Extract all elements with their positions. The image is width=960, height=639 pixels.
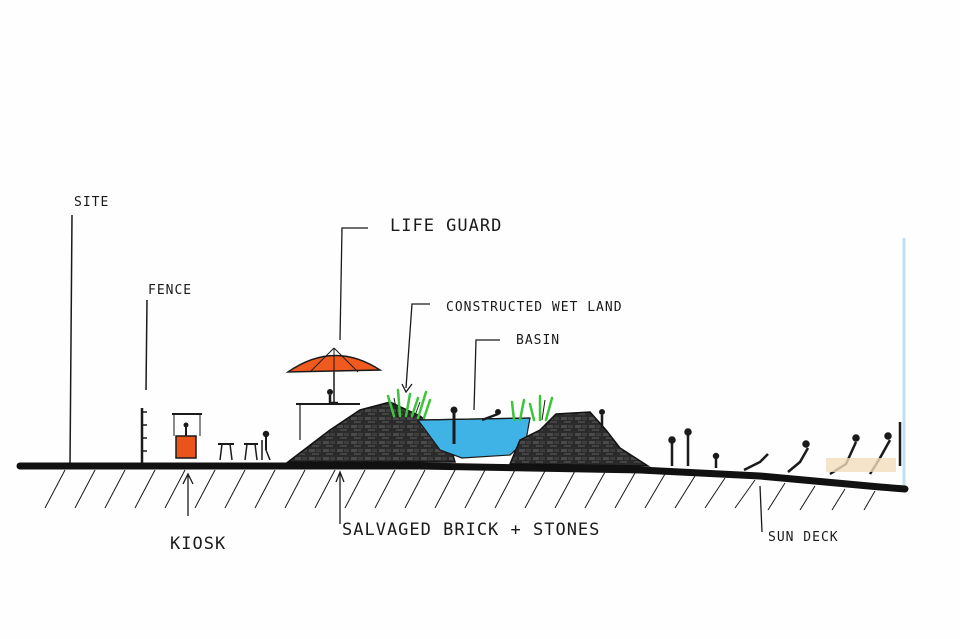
wetland-reeds <box>386 388 554 422</box>
sun-deck-people <box>668 428 892 476</box>
label-site: SITE <box>74 195 110 210</box>
brick-mound-left <box>285 401 456 463</box>
fence <box>140 299 148 463</box>
label-life-guard: LIFE GUARD <box>390 216 503 236</box>
site-line <box>69 214 73 467</box>
earth-hatching <box>44 469 876 511</box>
label-constructed-wetland: CONSTRUCTED WET LAND <box>446 300 623 315</box>
label-kiosk: KIOSK <box>170 534 227 554</box>
sun-deck-sand <box>826 458 896 472</box>
label-sun-deck: SUN DECK <box>768 530 839 545</box>
leader-lines <box>187 227 763 533</box>
cafe-tables <box>218 430 271 461</box>
brick-mound-right <box>508 411 651 467</box>
kiosk <box>172 413 202 459</box>
label-basin: BASIN <box>516 333 561 348</box>
label-fence: FENCE <box>148 283 193 298</box>
lifeguard-umbrella <box>285 347 383 440</box>
label-salvaged-brick-stones: SALVAGED BRICK + STONES <box>342 520 601 540</box>
basin-people <box>450 406 605 444</box>
ground-line <box>16 462 909 493</box>
